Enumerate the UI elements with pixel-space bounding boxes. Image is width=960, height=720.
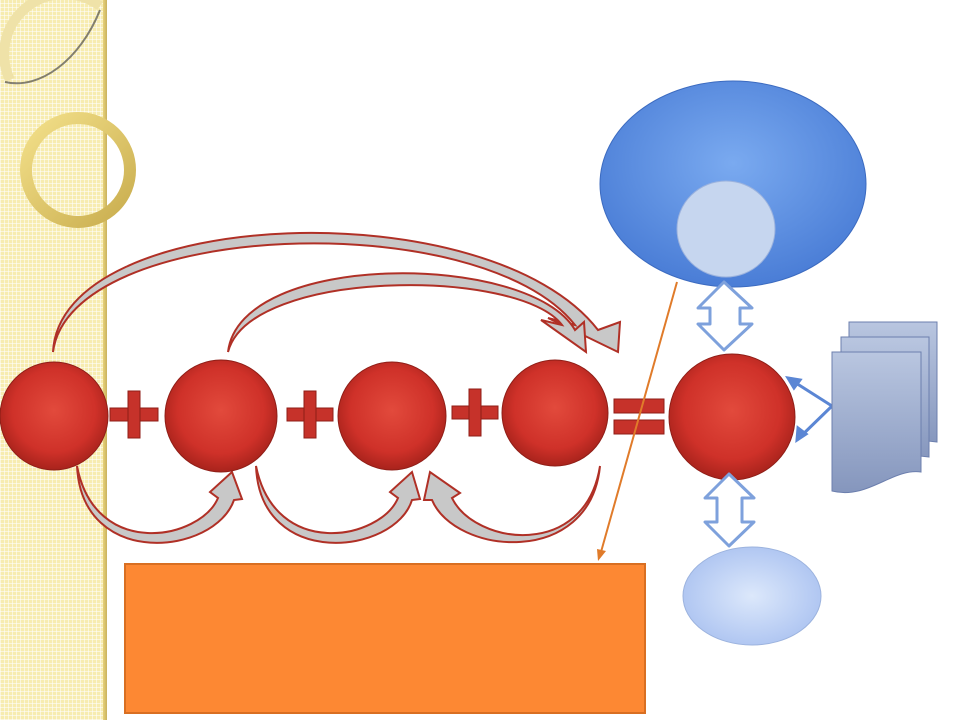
equals-icon xyxy=(613,398,665,435)
node-4 xyxy=(501,359,609,467)
arrow-bottom-3 xyxy=(422,465,601,544)
node-1 xyxy=(0,361,109,471)
plus-icon xyxy=(109,390,159,439)
arrow-bottom-2 xyxy=(255,465,422,544)
text-box xyxy=(124,563,646,714)
node-result xyxy=(668,353,796,481)
plus-icon xyxy=(286,390,334,439)
inner-light-circle xyxy=(676,180,776,278)
plus-icon xyxy=(451,388,499,437)
arrow-top-large xyxy=(52,231,622,354)
connector-lines xyxy=(785,375,834,443)
double-arrow-icon xyxy=(703,472,756,548)
sidebar-rings xyxy=(0,0,136,228)
orange-connector xyxy=(597,281,678,561)
arrow-bottom-1 xyxy=(76,465,244,544)
text-box-content xyxy=(126,565,644,589)
node-2 xyxy=(164,359,278,473)
bottom-light-ellipse xyxy=(682,546,822,646)
node-3 xyxy=(337,361,447,471)
double-arrow-icon xyxy=(696,280,754,352)
arrow-top-small xyxy=(227,272,588,355)
document-stack-icon xyxy=(831,321,938,493)
sidebar-edge xyxy=(103,0,107,720)
